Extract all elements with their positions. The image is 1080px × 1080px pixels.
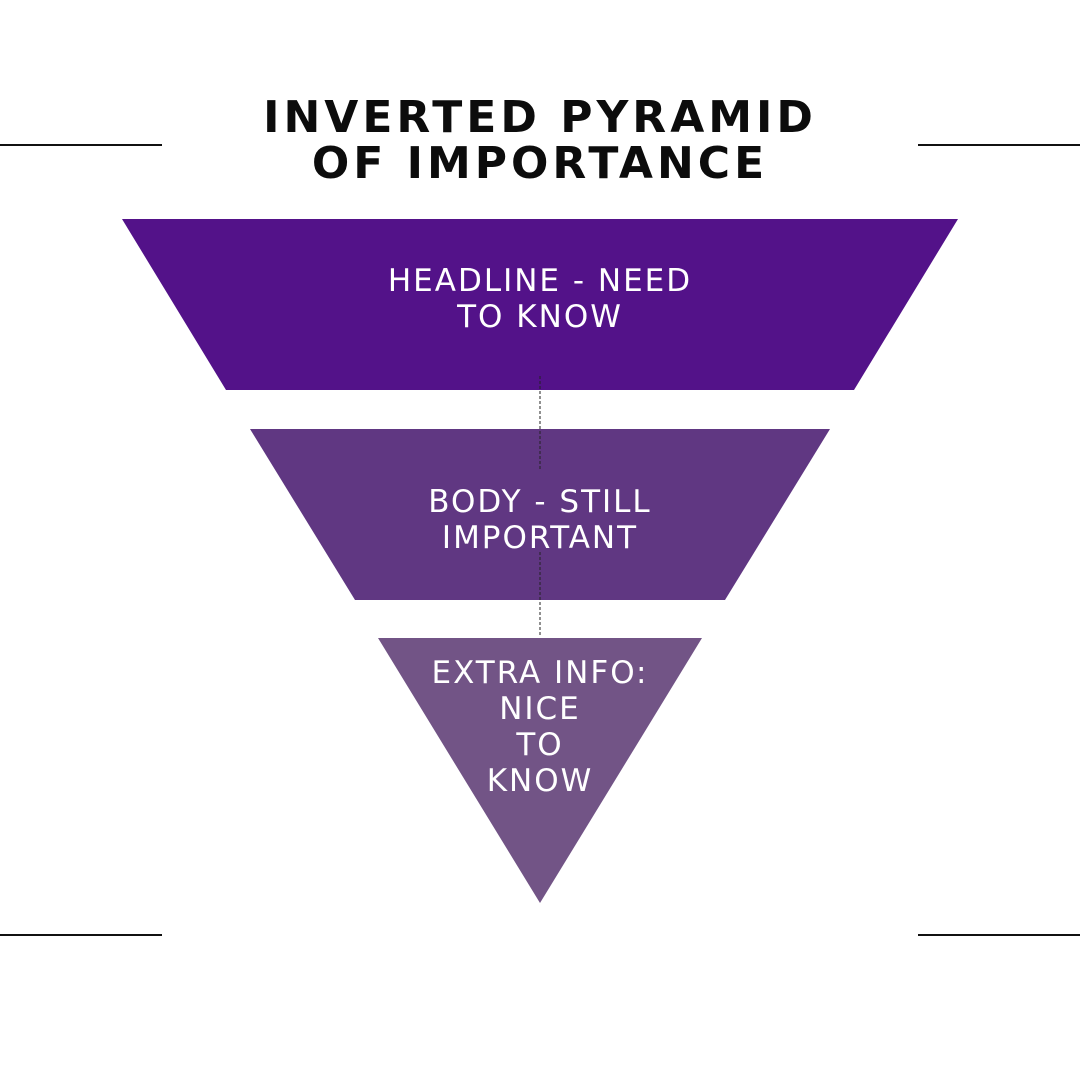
pyramid-level-headline [122,219,958,390]
title-line-2: OF IMPORTANCE [311,138,769,189]
level-label-headline: HEADLINE - NEED TO KNOW [300,263,780,335]
decorative-rule-top-right [918,144,1080,146]
title-line-1: INVERTED PYRAMID [263,92,817,143]
diagram-title: INVERTED PYRAMID OF IMPORTANCE [170,95,910,187]
level-label-line: KNOW [486,763,594,799]
decorative-rule-bottom-left [0,934,162,936]
pyramid-level-body [250,429,830,600]
pyramid-level-extra-info [378,638,702,903]
decorative-rule-bottom-right [918,934,1080,936]
level-label-line: HEADLINE - NEED [387,263,693,299]
level-label-line: EXTRA INFO: [431,655,649,691]
level-label-line: IMPORTANT [441,520,639,556]
level-label-extra-info: EXTRA INFO: NICE TO KNOW [340,655,740,799]
level-label-line: TO KNOW [457,299,623,335]
decorative-rule-top-left [0,144,162,146]
level-label-line: NICE [499,691,581,727]
level-label-line: BODY - STILL [428,484,652,520]
level-label-line: TO [516,727,564,763]
level-label-body: BODY - STILL IMPORTANT [300,484,780,556]
